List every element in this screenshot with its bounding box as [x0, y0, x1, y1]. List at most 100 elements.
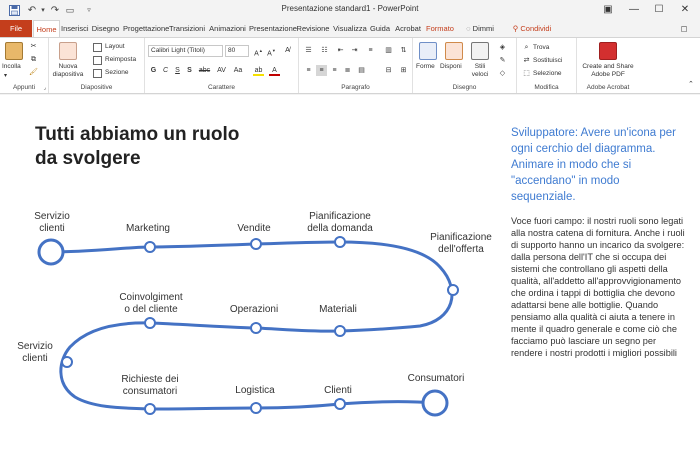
arrange-icon[interactable]	[445, 42, 463, 60]
slide-canvas[interactable]: Tutti abbiamo un ruolo da svolgere Servi…	[0, 95, 700, 462]
numbering-icon[interactable]: ☷	[321, 47, 328, 54]
tab-file[interactable]: File	[0, 20, 32, 37]
line-spacing-icon[interactable]: ≡	[368, 47, 373, 54]
shape-outline-icon[interactable]: ✎	[499, 57, 506, 64]
tab-help[interactable]: Guida	[369, 24, 390, 33]
node-servizio-clienti-1[interactable]	[37, 238, 65, 266]
increase-indent-icon[interactable]: ⇥	[351, 47, 358, 54]
undo-icon[interactable]: ↶	[27, 4, 37, 16]
tab-home[interactable]: Home	[33, 20, 60, 37]
node-pianificazione-domanda[interactable]	[334, 236, 346, 248]
tab-review[interactable]: Revisione	[296, 24, 330, 33]
tab-insert[interactable]: Inserisci	[61, 24, 89, 33]
clipboard-launcher-icon[interactable]: ⌟	[43, 85, 46, 91]
node-operazioni[interactable]	[250, 322, 262, 334]
paste-dropdown-icon[interactable]: ▾	[4, 73, 8, 79]
label-logistica: Logistica	[235, 385, 275, 396]
slide-title[interactable]: Tutti abbiamo un ruolo da svolgere	[35, 124, 240, 169]
tab-draw[interactable]: Disegno	[91, 24, 120, 33]
customize-toolbar-icon[interactable]: ▿	[87, 7, 91, 14]
format-painter-icon[interactable]: 🖌	[29, 69, 38, 76]
new-slide-button[interactable]: Nuova diapositiva	[52, 63, 84, 78]
tab-slideshow[interactable]: Presentazione	[249, 24, 297, 33]
shadow-icon[interactable]: S	[187, 67, 192, 74]
align-center-icon[interactable]: ≡	[316, 65, 327, 76]
node-materiali[interactable]	[334, 325, 346, 337]
distributed-icon[interactable]: ▤	[358, 67, 365, 74]
bold-icon[interactable]: G	[150, 67, 157, 74]
text-direction-icon[interactable]: ⇅	[400, 47, 407, 54]
character-spacing-icon[interactable]: AV	[217, 67, 226, 74]
tab-format[interactable]: Formato	[426, 24, 454, 33]
shapes-button[interactable]: Forme	[416, 63, 435, 70]
voiceover-text[interactable]: Voce fuori campo: il nostri ruoli sono l…	[511, 216, 685, 358]
shape-fill-icon[interactable]: ◈	[499, 44, 506, 51]
decrease-indent-icon[interactable]: ⇤	[337, 47, 344, 54]
layout-button[interactable]: Layout	[105, 43, 125, 50]
comments-icon[interactable]: ▢	[680, 24, 688, 33]
arrange-button[interactable]: Disponi	[440, 63, 462, 70]
tab-transitions[interactable]: Transizioni	[169, 24, 205, 33]
tell-me-search[interactable]: ◌ Dimmi	[458, 20, 502, 37]
replace-button[interactable]: Sostituisci	[533, 57, 563, 64]
node-richieste-consumatori[interactable]	[144, 403, 156, 415]
node-coinvolgimento-cliente[interactable]	[144, 317, 156, 329]
node-pianificazione-offerta[interactable]	[447, 284, 459, 296]
reset-button[interactable]: Reimposta	[105, 56, 137, 63]
quick-styles-icon[interactable]	[471, 42, 489, 60]
node-servizio-clienti-2[interactable]	[61, 356, 73, 368]
bullets-icon[interactable]: ☰	[305, 47, 312, 54]
align-left-icon[interactable]: ≡	[306, 67, 311, 74]
create-share-pdf-button[interactable]: Create and Share Adobe PDF	[582, 63, 634, 78]
close-button[interactable]: ✕	[680, 4, 690, 15]
shapes-icon[interactable]	[419, 42, 437, 60]
copy-icon[interactable]: ⧉	[31, 56, 36, 63]
clear-formatting-icon[interactable]: A̸	[285, 47, 290, 54]
align-right-icon[interactable]: ≡	[332, 67, 337, 74]
paste-icon[interactable]	[5, 42, 23, 60]
tab-view[interactable]: Visualizza	[333, 24, 367, 33]
start-from-beginning-icon[interactable]: ▭	[65, 4, 75, 15]
maximize-button[interactable]: ☐	[654, 4, 664, 15]
redo-icon[interactable]: ↷	[50, 4, 60, 16]
save-icon[interactable]	[7, 3, 21, 17]
strikethrough-icon[interactable]: abc	[198, 67, 211, 74]
tab-animations[interactable]: Animazioni	[209, 24, 246, 33]
developer-note[interactable]: Sviluppatore: Avere un'icona per ogni ce…	[511, 127, 677, 203]
undo-dropdown-icon[interactable]: ▾	[41, 7, 45, 14]
columns-icon[interactable]: ▥	[385, 47, 392, 54]
tab-acrobat[interactable]: Acrobat	[395, 24, 421, 33]
share-button[interactable]: ⚲ Condividi	[508, 20, 556, 37]
ribbon-display-icon[interactable]: ▣	[603, 4, 613, 15]
italic-icon[interactable]: C	[162, 67, 169, 74]
increase-font-icon[interactable]: A▲	[254, 48, 263, 58]
quick-styles-button[interactable]: Stili veloci	[471, 63, 489, 78]
new-slide-icon[interactable]	[59, 42, 77, 60]
node-marketing[interactable]	[144, 241, 156, 253]
decrease-font-icon[interactable]: A▼	[267, 48, 276, 58]
cut-icon[interactable]: ✂	[30, 43, 37, 50]
node-consumatori[interactable]	[421, 389, 449, 417]
find-button[interactable]: Trova	[533, 44, 550, 51]
minimize-button[interactable]: —	[629, 4, 639, 15]
align-text-icon[interactable]: ⊟	[385, 67, 392, 74]
node-clienti[interactable]	[334, 398, 346, 410]
smartart-icon[interactable]: ⊞	[400, 67, 407, 74]
label-text: Coinvolgiment o del cliente	[119, 292, 183, 315]
adobe-pdf-icon[interactable]	[599, 42, 617, 60]
node-vendite[interactable]	[250, 238, 262, 250]
tab-design[interactable]: Progettazione	[123, 24, 170, 33]
select-button[interactable]: Selezione	[533, 70, 562, 77]
font-size-select[interactable]: 80	[225, 45, 249, 57]
section-button[interactable]: Sezione	[105, 69, 129, 76]
highlight-icon[interactable]: ab	[253, 67, 264, 76]
paste-button[interactable]: Incolla	[2, 63, 21, 70]
shape-effects-icon[interactable]: ◇	[499, 70, 506, 77]
font-color-icon[interactable]: A	[269, 65, 280, 76]
collapse-ribbon-icon[interactable]: ⌃	[688, 81, 694, 88]
change-case-icon[interactable]: Aa	[233, 67, 243, 74]
underline-icon[interactable]: S	[175, 67, 180, 74]
font-name-select[interactable]: Calibri Light (Titoli)	[148, 45, 223, 57]
node-logistica[interactable]	[250, 402, 262, 414]
justify-icon[interactable]: ≣	[344, 67, 351, 74]
